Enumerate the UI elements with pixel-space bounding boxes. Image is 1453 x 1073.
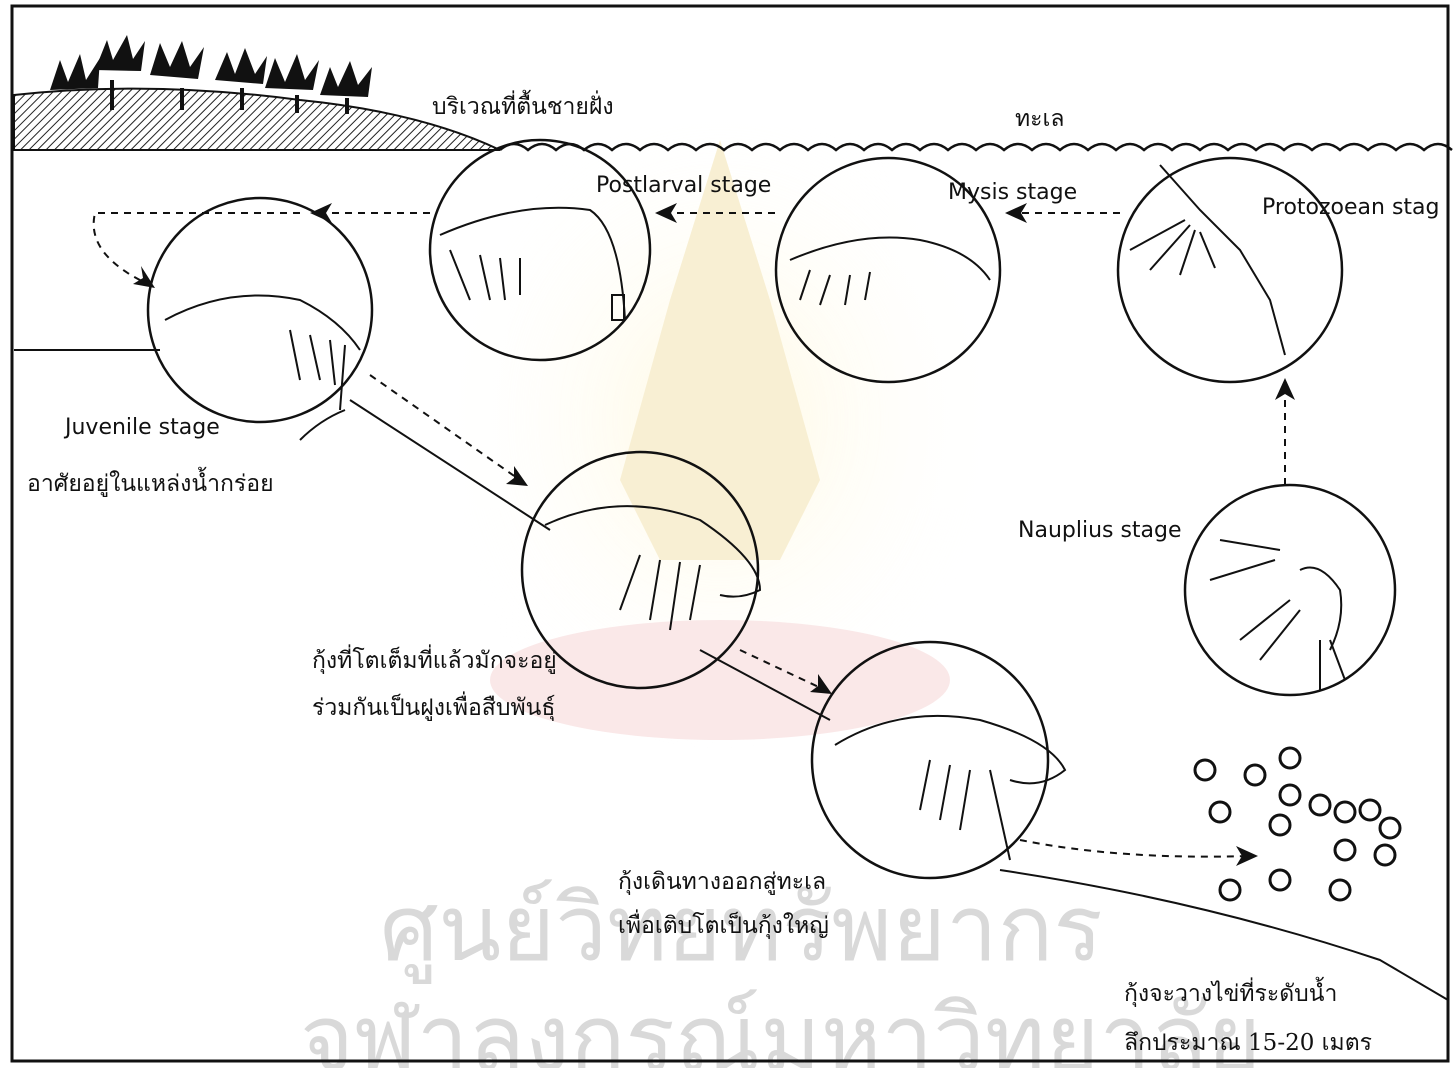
nauplius-stage-label: Nauplius stage — [1018, 518, 1182, 543]
nauplius-circle — [1185, 485, 1395, 695]
sea-label: ทะเล — [1015, 106, 1064, 132]
migrate-note-line-2: เพื่อเติบโตเป็นกุ้งใหญ่ — [618, 909, 829, 939]
coast-label: บริเวณที่ตื้นชายฝั่ง — [432, 90, 614, 120]
juvenile-note: อาศัยอยู่ในแหล่งน้ำกร่อย — [27, 467, 274, 497]
watermark-line-2: จุฬาลงกรณ์มหาวิทยาลัย — [300, 985, 1261, 1068]
spawn-note-line-1: กุ้งจะวางไข่ที่ระดับน้ำ — [1124, 977, 1337, 1007]
juvenile-circle — [148, 198, 372, 422]
arrow-spawning-to-eggs — [1020, 840, 1250, 857]
coastal-land — [14, 35, 500, 150]
adult-note-line-1: กุ้งที่โตเต็มที่แล้วมักจะอยู่ — [312, 644, 557, 674]
egg-cluster-icon — [1195, 748, 1400, 900]
spawn-note-line-2: ลึกประมาณ 15-20 เมตร — [1124, 1030, 1372, 1056]
adult-note-line-2: ร่วมกันเป็นฝูงเพื่อสืบพันธุ์ — [312, 691, 555, 721]
spawning-shrimp-icon — [835, 716, 1065, 860]
mysis-stage-label: Mysis stage — [948, 180, 1077, 205]
protozoean-larva-icon — [1130, 165, 1285, 355]
juvenile-stage-label: Juvenile stage — [63, 415, 220, 440]
postlarval-stage-label: Postlarval stage — [596, 173, 771, 198]
protozoean-stage-label: Protozoean stag — [1262, 195, 1439, 220]
protozoean-circle — [1118, 158, 1342, 382]
nauplius-larva-icon — [1210, 540, 1345, 690]
migrate-note-line-1: กุ้งเดินทางออกสู่ทะเล — [618, 869, 826, 895]
